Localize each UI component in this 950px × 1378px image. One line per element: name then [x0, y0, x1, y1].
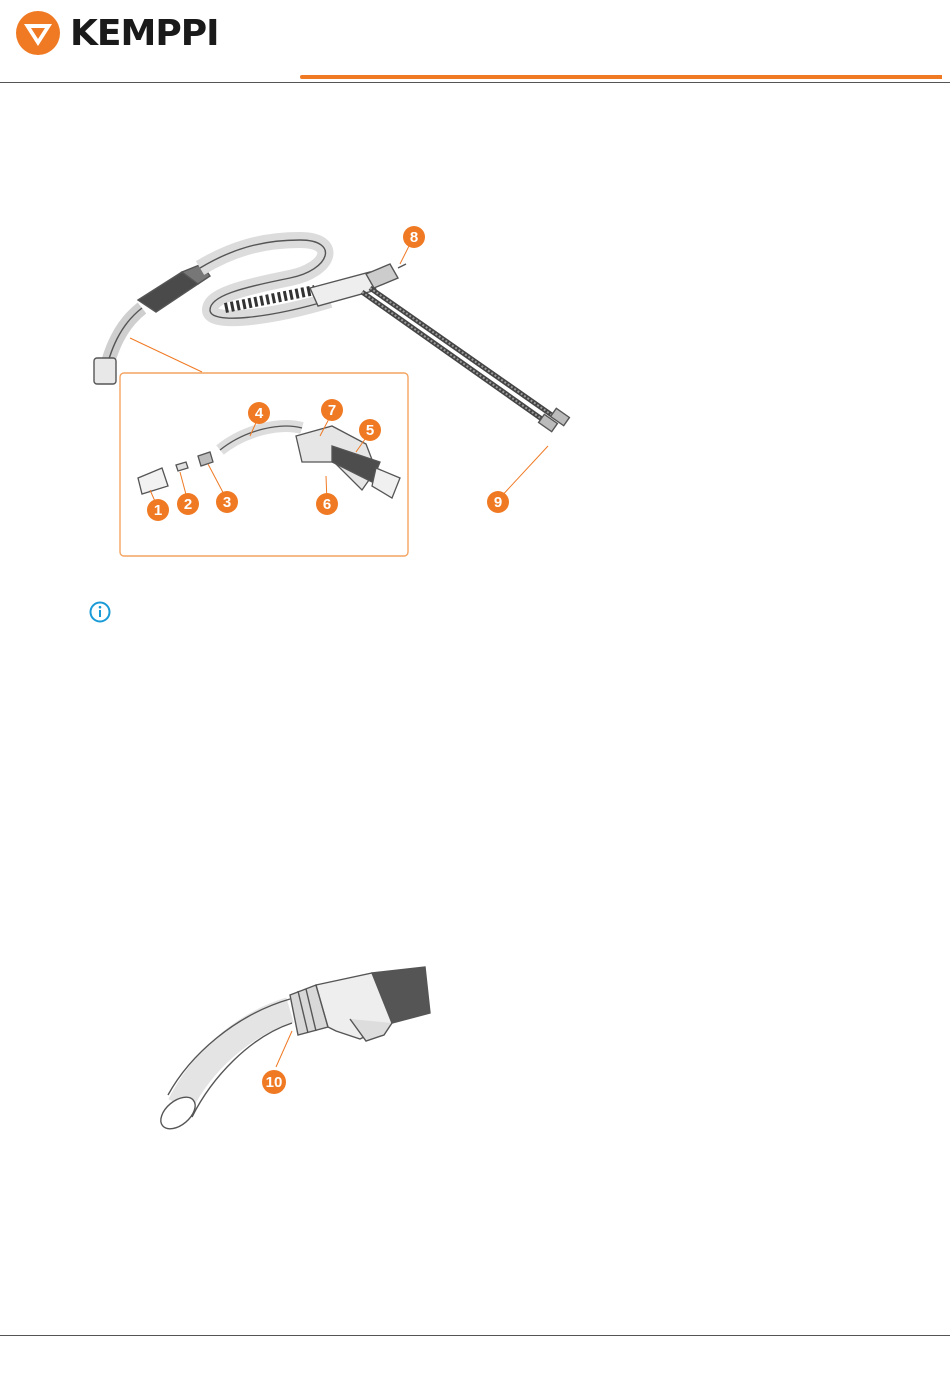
- svg-text:4: 4: [255, 405, 264, 422]
- gun-neck-detail-figure: 10: [140, 955, 440, 1145]
- footer-divider: [0, 1335, 950, 1336]
- header-accent-bar: [300, 75, 942, 79]
- callout-10: 10: [262, 1070, 286, 1094]
- svg-text:7: 7: [328, 402, 336, 419]
- callout-4: 4: [248, 402, 270, 424]
- welding-gun-figure: 1 2 3 4 5 6 7 8 9: [70, 200, 610, 570]
- callout-3: 3: [216, 491, 238, 513]
- callout-9: 9: [487, 491, 509, 513]
- svg-text:6: 6: [323, 496, 331, 513]
- svg-text:8: 8: [410, 229, 418, 246]
- callout-7: 7: [321, 399, 343, 421]
- svg-text:3: 3: [223, 494, 231, 511]
- page-header: KEMPPI: [0, 0, 950, 90]
- detail-leader-line: [130, 338, 202, 372]
- callout-5: 5: [359, 419, 381, 441]
- exploded-parts-illustration: [138, 426, 400, 498]
- svg-text:1: 1: [154, 502, 162, 519]
- svg-text:10: 10: [266, 1074, 283, 1091]
- callout-leader-10: [276, 1031, 292, 1067]
- brand-name: KEMPPI: [70, 13, 218, 54]
- callout-2: 2: [177, 493, 199, 515]
- svg-text:5: 5: [366, 422, 374, 439]
- callout-8: 8: [403, 226, 425, 248]
- gun-neck-illustration: [155, 967, 430, 1135]
- info-icon: [88, 600, 112, 624]
- svg-text:9: 9: [494, 494, 502, 511]
- callout-6: 6: [316, 493, 338, 515]
- svg-text:2: 2: [184, 496, 192, 513]
- header-divider: [0, 82, 950, 83]
- kemppi-v-logo-icon: [14, 10, 62, 56]
- brand-logo: KEMPPI: [14, 10, 218, 56]
- callout-1: 1: [147, 499, 169, 521]
